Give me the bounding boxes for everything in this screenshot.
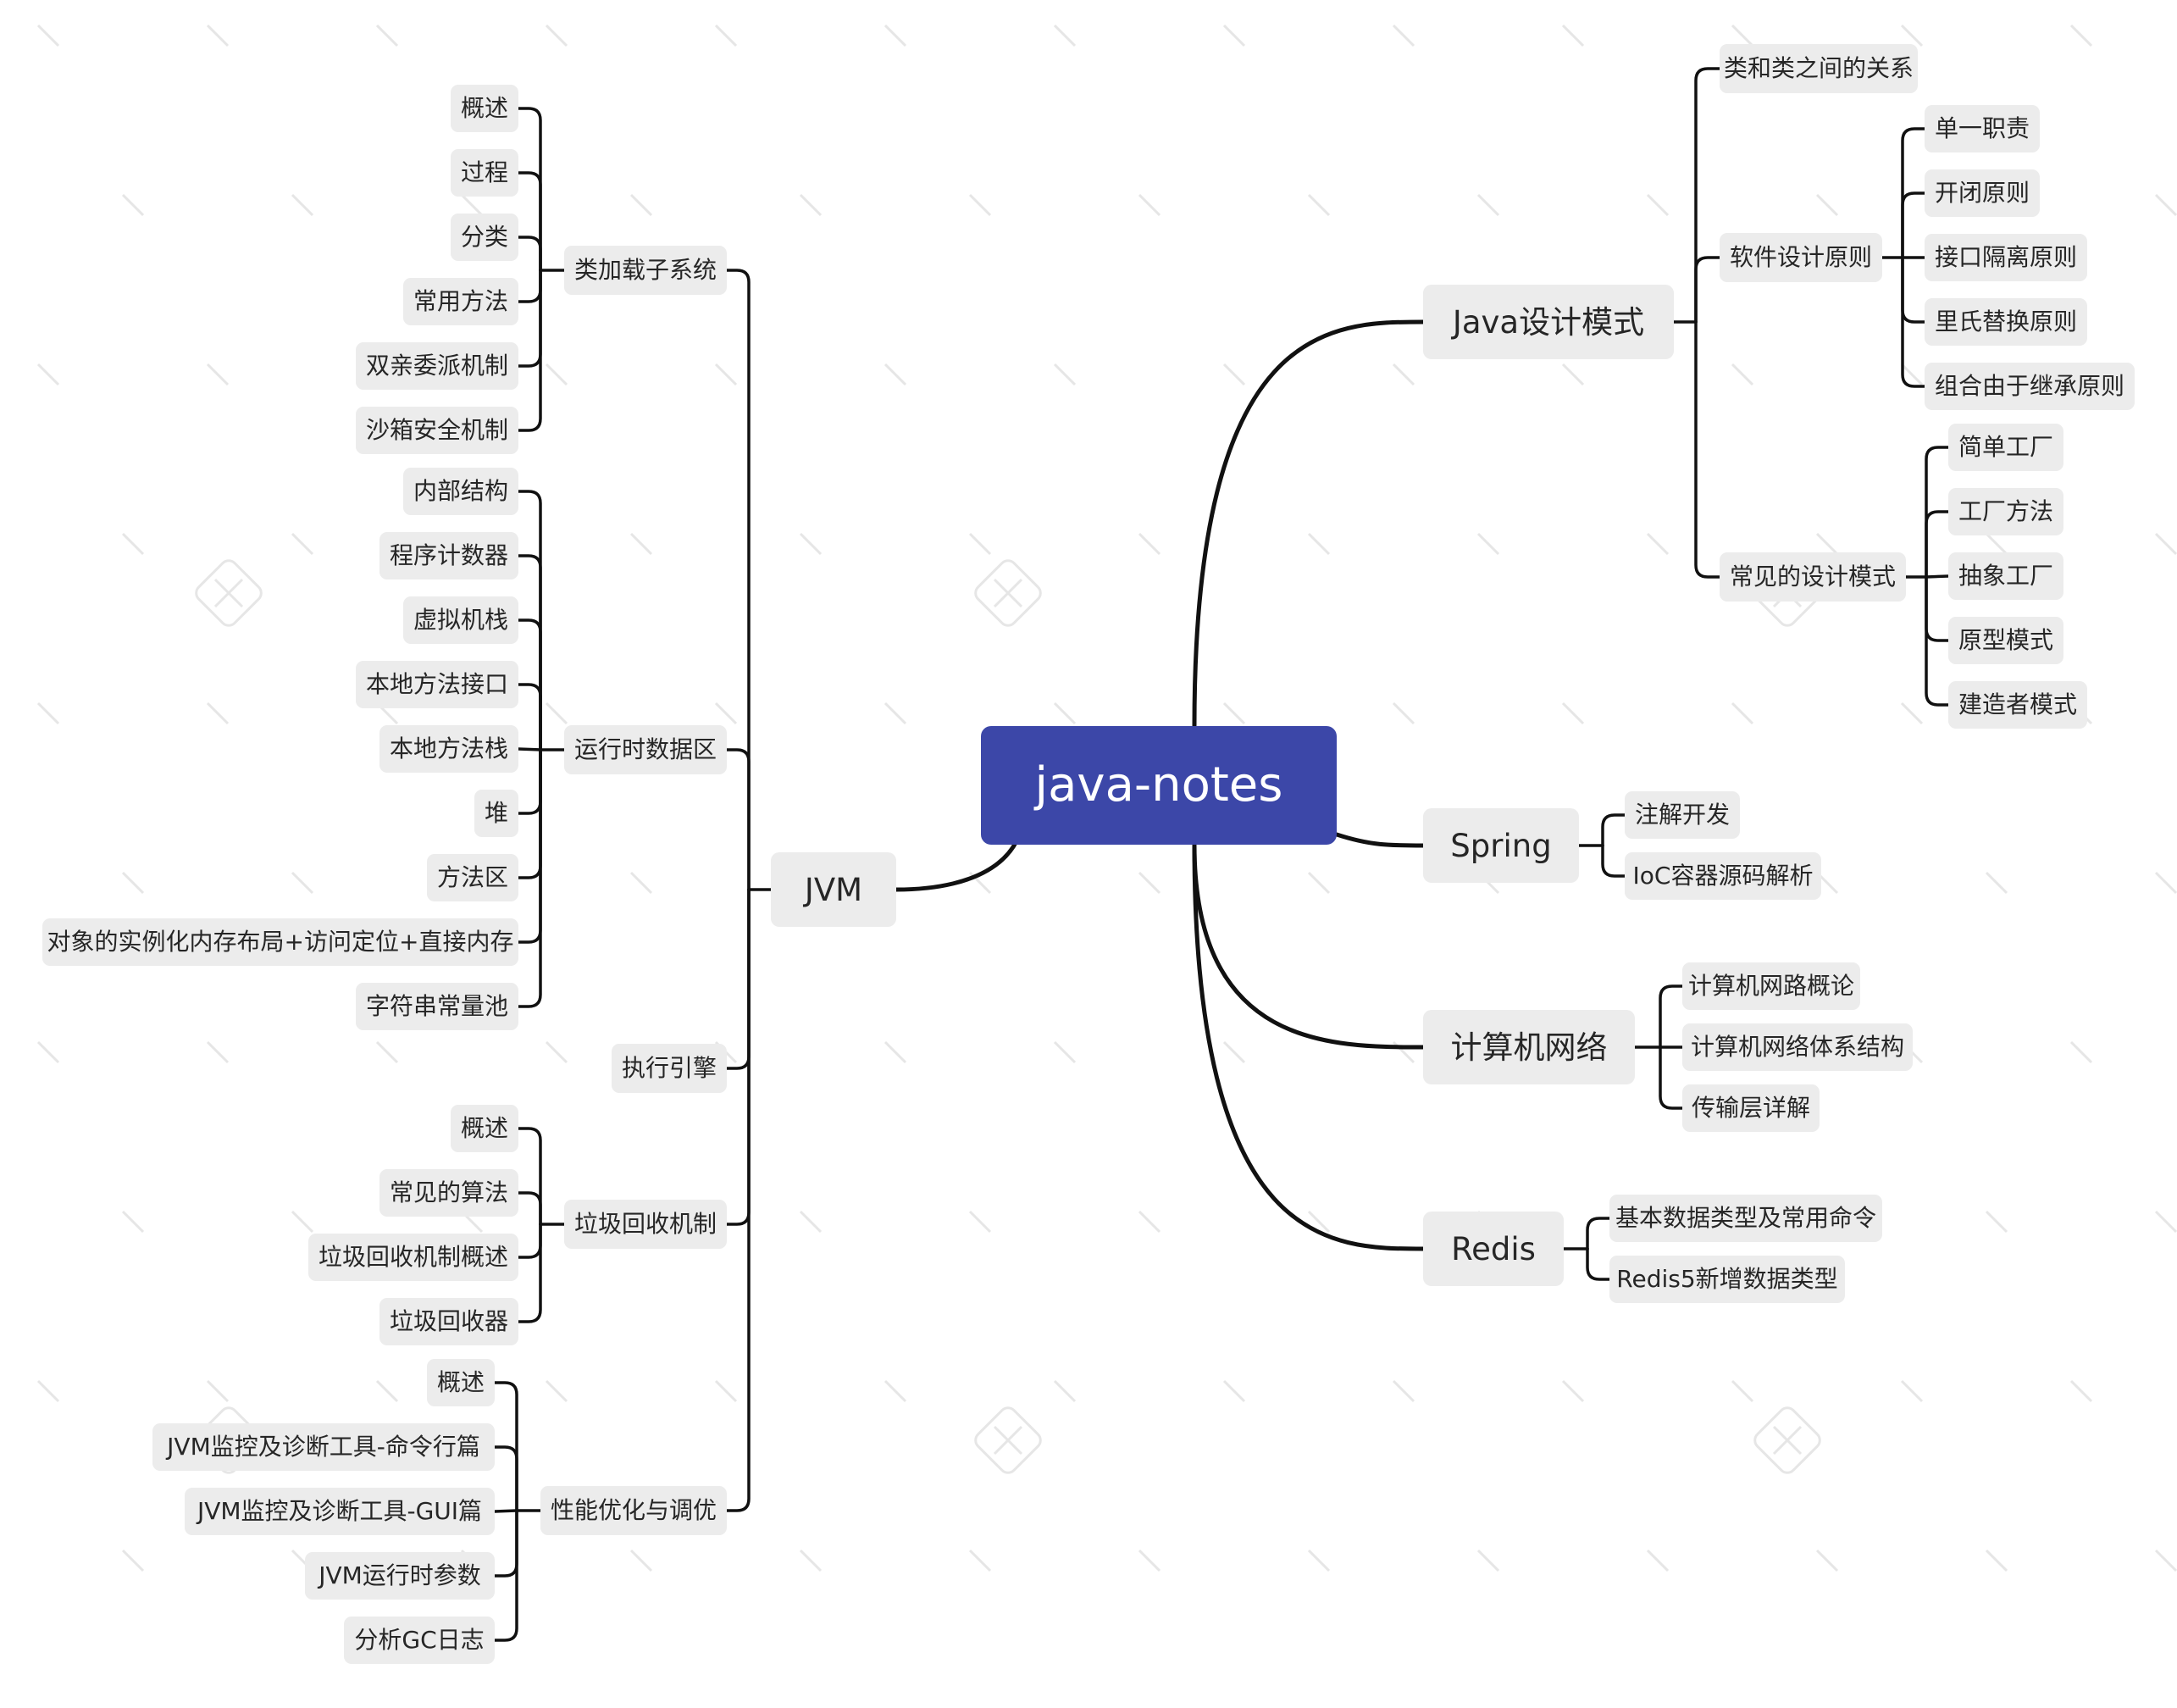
connector-principles-link-0 <box>1901 127 1926 259</box>
leaf-class-loader-types[interactable]: 分类 <box>451 214 518 261</box>
topic-class-relations[interactable]: 类和类之间的关系 <box>1720 44 1918 93</box>
connector-jvm-link-0 <box>725 269 751 891</box>
root-topic[interactable]: java-notes <box>981 726 1337 845</box>
connector-design-patterns-link-1 <box>1694 256 1721 324</box>
connector-spring-link-1 <box>1601 844 1626 878</box>
leaf-simple-factory[interactable]: 简单工厂 <box>1948 424 2063 471</box>
connector-redis-link-0 <box>1586 1217 1611 1250</box>
leaf-gc-collectors[interactable]: 垃圾回收器 <box>379 1298 518 1345</box>
leaf-ioc-source[interactable]: IoC容器源码解析 <box>1625 852 1821 900</box>
connector-jvm-link-4 <box>725 888 751 1512</box>
leaf-internal-structure[interactable]: 内部结构 <box>403 468 518 515</box>
connector-perf-link-1 <box>493 1445 518 1512</box>
connector-root-spring <box>1334 832 1426 848</box>
leaf-class-loader-methods[interactable]: 常用方法 <box>403 278 518 325</box>
connector-root-network <box>1192 842 1426 1050</box>
connector-runtime-link-1 <box>517 554 542 751</box>
leaf-redis-data-types[interactable]: 基本数据类型及常用命令 <box>1609 1195 1882 1242</box>
leaf-class-loader-overview[interactable]: 概述 <box>451 85 518 132</box>
connector-runtime-link-8 <box>517 748 542 1008</box>
connector-redis-link-1 <box>1586 1247 1611 1281</box>
leaf-gc-algorithms[interactable]: 常见的算法 <box>379 1169 518 1217</box>
leaf-annotation-dev[interactable]: 注解开发 <box>1625 791 1740 839</box>
leaf-class-loader-process[interactable]: 过程 <box>451 149 518 197</box>
connector-class-loader-link-0 <box>517 107 542 272</box>
topic-class-loader[interactable]: 类加载子系统 <box>564 246 727 295</box>
connector-runtime-link-3 <box>517 683 542 751</box>
leaf-abstract-factory[interactable]: 抽象工厂 <box>1948 552 2063 600</box>
connector-common-patterns-link-0 <box>1925 446 1950 579</box>
topic-performance-tuning[interactable]: 性能优化与调优 <box>540 1486 727 1535</box>
topic-garbage-collection[interactable]: 垃圾回收机制 <box>564 1200 727 1249</box>
leaf-gc-overview[interactable]: 概述 <box>451 1105 518 1152</box>
connector-class-loader-link-5 <box>517 269 542 432</box>
connector-common-patterns-link-4 <box>1925 575 1950 707</box>
connector-gc-link-3 <box>517 1223 542 1323</box>
connector-perf-link-0 <box>493 1381 518 1512</box>
connector-root-design-patterns <box>1192 319 1426 729</box>
topic-spring[interactable]: Spring <box>1423 808 1579 883</box>
leaf-open-closed[interactable]: 开闭原则 <box>1925 169 2040 217</box>
leaf-jvm-cli-tools[interactable]: JVM监控及诊断工具-命令行篇 <box>152 1423 495 1471</box>
connector-design-patterns-link-0 <box>1694 67 1721 324</box>
leaf-liskov-substitution[interactable]: 里氏替换原则 <box>1925 298 2087 346</box>
connector-spring-link-0 <box>1601 813 1626 847</box>
topic-jvm[interactable]: JVM <box>771 852 896 927</box>
connector-class-loader-link-1 <box>517 171 542 272</box>
connector-common-patterns-link-2 <box>1925 574 1950 579</box>
connector-gc-link-0 <box>517 1127 542 1226</box>
topic-java-design-patterns[interactable]: Java设计模式 <box>1423 285 1674 359</box>
leaf-gc-mechanism-overview[interactable]: 垃圾回收机制概述 <box>308 1234 518 1281</box>
topic-computer-network[interactable]: 计算机网络 <box>1423 1010 1635 1084</box>
leaf-string-pool[interactable]: 字符串常量池 <box>356 983 518 1030</box>
leaf-transport-layer[interactable]: 传输层详解 <box>1682 1084 1820 1132</box>
topic-software-design-principles[interactable]: 软件设计原则 <box>1720 233 1882 282</box>
leaf-sandbox-security[interactable]: 沙箱安全机制 <box>356 407 518 454</box>
connector-principles-link-1 <box>1901 191 1926 259</box>
leaf-gc-log-analysis[interactable]: 分析GC日志 <box>344 1616 495 1664</box>
leaf-jvm-gui-tools[interactable]: JVM监控及诊断工具-GUI篇 <box>185 1488 495 1535</box>
connector-design-patterns-link-2 <box>1694 320 1721 579</box>
topic-redis[interactable]: Redis <box>1423 1212 1564 1286</box>
leaf-network-overview[interactable]: 计算机网路概论 <box>1682 962 1860 1010</box>
connector-network-link-0 <box>1659 984 1684 1049</box>
leaf-method-area[interactable]: 方法区 <box>427 854 518 901</box>
leaf-factory-method[interactable]: 工厂方法 <box>1948 488 2063 535</box>
leaf-redis5-new-types[interactable]: Redis5新增数据类型 <box>1609 1256 1845 1303</box>
leaf-perf-overview[interactable]: 概述 <box>427 1359 495 1406</box>
connector-class-loader-link-2 <box>517 236 542 272</box>
leaf-native-interface[interactable]: 本地方法接口 <box>356 661 518 708</box>
leaf-object-layout[interactable]: 对象的实例化内存布局+访问定位+直接内存 <box>42 918 518 966</box>
leaf-jvm-runtime-params[interactable]: JVM运行时参数 <box>305 1552 495 1600</box>
topic-execution-engine[interactable]: 执行引擎 <box>612 1044 727 1093</box>
connector-perf-link-4 <box>493 1509 518 1642</box>
connector-root-jvm <box>894 839 1019 892</box>
leaf-prototype[interactable]: 原型模式 <box>1948 617 2063 664</box>
connector-runtime-link-4 <box>517 747 542 751</box>
topic-common-design-patterns[interactable]: 常见的设计模式 <box>1720 552 1906 602</box>
connector-gc-link-1 <box>517 1191 542 1226</box>
connector-network-link-2 <box>1659 1045 1684 1110</box>
leaf-builder[interactable]: 建造者模式 <box>1948 681 2087 729</box>
leaf-native-method-stack[interactable]: 本地方法栈 <box>379 725 518 773</box>
leaf-network-architecture[interactable]: 计算机网络体系结构 <box>1682 1023 1913 1071</box>
leaf-heap[interactable]: 堆 <box>474 790 518 837</box>
leaf-vm-stack[interactable]: 虚拟机栈 <box>403 596 518 644</box>
connector-principles-link-4 <box>1901 256 1926 388</box>
connector-runtime-link-0 <box>517 490 542 751</box>
connector-runtime-link-2 <box>517 618 542 751</box>
leaf-composition-over-inheritance[interactable]: 组合由于继承原则 <box>1925 363 2135 410</box>
connector-common-patterns-link-1 <box>1925 510 1950 579</box>
connector-jvm-link-1 <box>725 748 751 891</box>
leaf-parent-delegation[interactable]: 双亲委派机制 <box>356 342 518 390</box>
leaf-program-counter[interactable]: 程序计数器 <box>379 532 518 580</box>
leaf-single-responsibility[interactable]: 单一职责 <box>1925 105 2040 152</box>
leaf-interface-segregation[interactable]: 接口隔离原则 <box>1925 234 2087 281</box>
connector-root-redis <box>1192 842 1426 1251</box>
topic-runtime-data-area[interactable]: 运行时数据区 <box>564 725 727 774</box>
